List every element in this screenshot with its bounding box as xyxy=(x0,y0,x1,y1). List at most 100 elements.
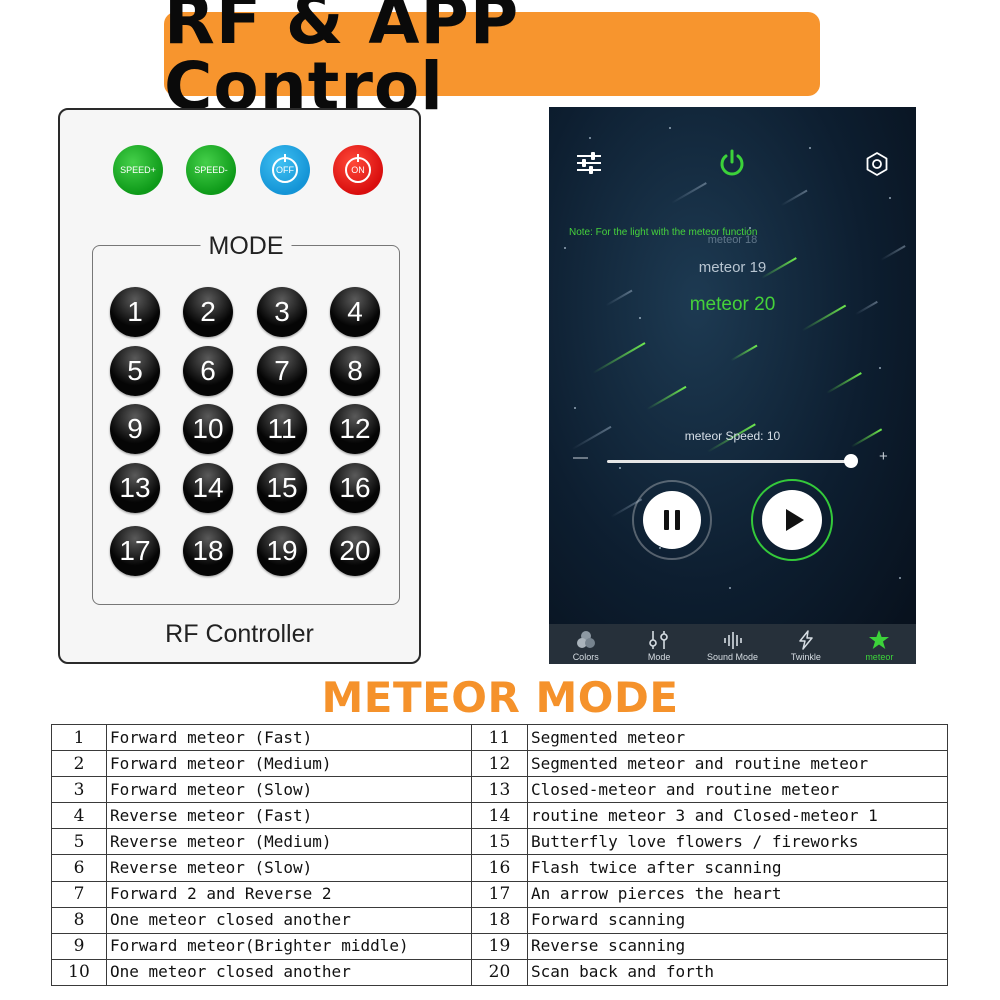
mode-description-cell: One meteor closed another xyxy=(106,958,472,987)
off-button[interactable]: OFF xyxy=(260,145,310,195)
mode-number-cell: 5 xyxy=(51,828,107,856)
mode-button-18[interactable]: 18 xyxy=(183,526,233,576)
mode-number-cell: 4 xyxy=(51,802,107,830)
remote-footer-label: RF Controller xyxy=(165,620,314,648)
pause-button[interactable] xyxy=(632,480,712,560)
star-dot xyxy=(589,137,591,139)
mode-button-15[interactable]: 15 xyxy=(257,463,307,513)
bottom-tab-bar: Colors Mode Sound Mode Twinkle xyxy=(549,624,916,664)
tab-twinkle[interactable]: Twinkle xyxy=(769,624,842,664)
meteor-option-previous[interactable]: meteor 18 xyxy=(707,234,758,246)
meteor-option-selected[interactable]: meteor 20 xyxy=(689,294,776,315)
mode-button-8[interactable]: 8 xyxy=(330,346,380,396)
speed-down-label: SPEED- xyxy=(194,165,228,175)
tab-label: Mode xyxy=(647,652,671,662)
app-screen: Note: For the light with the meteor func… xyxy=(549,107,916,664)
mode-button-14[interactable]: 14 xyxy=(183,463,233,513)
play-button[interactable] xyxy=(751,479,833,561)
mode-button-20[interactable]: 20 xyxy=(330,526,380,576)
mode-button-9[interactable]: 9 xyxy=(110,404,160,454)
tab-meteor[interactable]: meteor xyxy=(843,624,916,664)
star-dot xyxy=(669,127,671,129)
tab-label: Sound Mode xyxy=(706,652,759,662)
mode-button-5[interactable]: 5 xyxy=(110,346,160,396)
mode-button-10[interactable]: 10 xyxy=(183,404,233,454)
speed-slider-thumb[interactable] xyxy=(844,454,858,468)
off-label: OFF xyxy=(276,165,294,175)
mode-description-cell: Butterfly love flowers / fireworks xyxy=(527,828,948,856)
mode-number-cell: 3 xyxy=(51,776,107,804)
speed-up-label: SPEED+ xyxy=(120,165,156,175)
mode-number-cell: 2 xyxy=(51,750,107,778)
meteor-option-19[interactable]: meteor 19 xyxy=(698,259,767,276)
tab-mode[interactable]: Mode xyxy=(622,624,695,664)
mode-button-3[interactable]: 3 xyxy=(257,287,307,337)
mode-description-cell: Forward meteor (Slow) xyxy=(106,776,472,804)
tab-colors[interactable]: Colors xyxy=(549,624,622,664)
mode-number-cell: 6 xyxy=(51,854,107,882)
speed-down-button[interactable]: SPEED- xyxy=(186,145,236,195)
colors-icon xyxy=(576,631,595,648)
power-off-icon: OFF xyxy=(272,157,298,183)
title-banner: RF & APP Control xyxy=(164,0,820,120)
speed-increase-button[interactable]: + xyxy=(879,448,888,465)
tab-sound-mode[interactable]: Sound Mode xyxy=(696,624,769,664)
mode-description-cell: Reverse meteor (Slow) xyxy=(106,854,472,882)
tab-label: meteor xyxy=(865,652,894,662)
mode-description-cell: Reverse scanning xyxy=(527,932,948,960)
star-dot xyxy=(639,317,641,319)
power-icon[interactable] xyxy=(717,148,747,178)
mode-description-cell: Flash twice after scanning xyxy=(527,854,948,882)
speed-decrease-button[interactable]: — xyxy=(573,449,588,466)
meteor-streak xyxy=(730,344,758,362)
star-dot xyxy=(564,247,566,249)
mode-description-cell: Forward meteor(Brighter middle) xyxy=(106,932,472,960)
mode-number-cell: 15 xyxy=(471,828,528,856)
mode-number-cell: 7 xyxy=(51,880,107,908)
mode-number-cell: 12 xyxy=(471,750,528,778)
meteor-streak xyxy=(780,189,808,207)
star-dot xyxy=(749,227,751,229)
mode-number-cell: 19 xyxy=(471,932,528,960)
mode-description-cell: Segmented meteor xyxy=(527,723,948,752)
mode-button-17[interactable]: 17 xyxy=(110,526,160,576)
mode-button-2[interactable]: 2 xyxy=(183,287,233,337)
mode-button-13[interactable]: 13 xyxy=(110,463,160,513)
mode-description-cell: Reverse meteor (Fast) xyxy=(106,802,472,830)
adjust-sliders-icon[interactable] xyxy=(577,152,601,174)
mode-button-1[interactable]: 1 xyxy=(110,287,160,337)
mode-number-cell: 13 xyxy=(471,776,528,804)
mode-button-12[interactable]: 12 xyxy=(330,404,380,454)
mode-sliders-icon xyxy=(649,631,668,649)
mode-button-19[interactable]: 19 xyxy=(257,526,307,576)
speed-slider[interactable] xyxy=(607,454,858,468)
star-icon xyxy=(869,630,890,649)
sound-wave-icon xyxy=(723,632,742,649)
mode-description-cell: Segmented meteor and routine meteor xyxy=(527,750,948,778)
speed-up-button[interactable]: SPEED+ xyxy=(113,145,163,195)
lightning-icon xyxy=(799,630,813,650)
mode-description-cell: Forward scanning xyxy=(527,906,948,934)
mode-button-6[interactable]: 6 xyxy=(183,346,233,396)
mode-button-16[interactable]: 16 xyxy=(330,463,380,513)
mode-button-11[interactable]: 11 xyxy=(257,404,307,454)
tab-label: Twinkle xyxy=(790,652,821,662)
mode-description-cell: Scan back and forth xyxy=(527,958,948,987)
settings-gear-icon[interactable] xyxy=(864,151,890,177)
mode-description-cell: One meteor closed another xyxy=(106,906,472,934)
mode-number-cell: 8 xyxy=(51,906,107,934)
mode-button-7[interactable]: 7 xyxy=(257,346,307,396)
on-button[interactable]: ON xyxy=(333,145,383,195)
star-dot xyxy=(879,367,881,369)
mode-number-cell: 10 xyxy=(51,958,107,987)
meteor-streak xyxy=(646,385,687,411)
mode-button-4[interactable]: 4 xyxy=(330,287,380,337)
pause-icon xyxy=(643,491,701,549)
